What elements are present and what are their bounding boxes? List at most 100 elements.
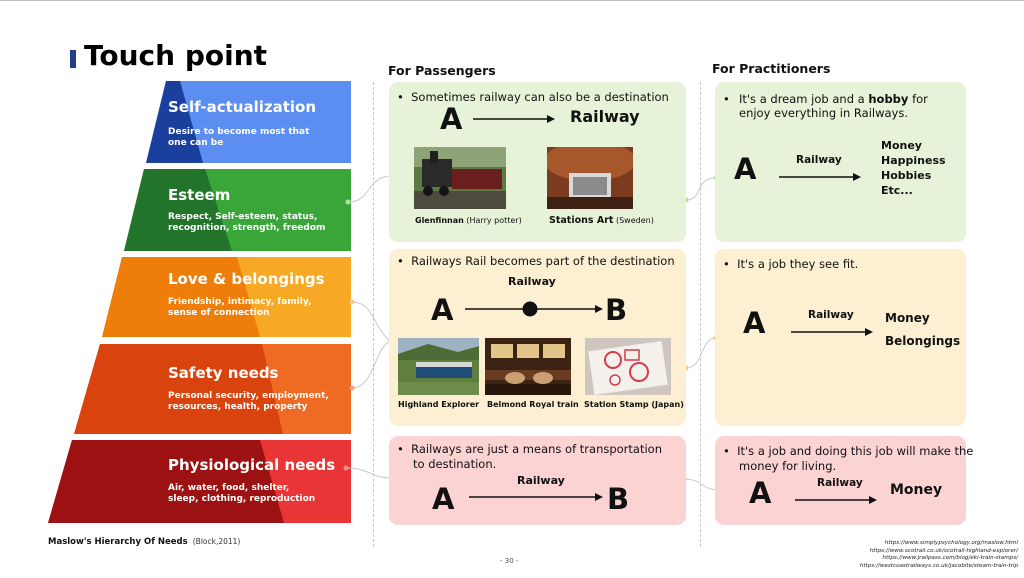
connector-line <box>345 467 393 479</box>
bullet-text-continued: money for living. <box>739 459 837 473</box>
bullet-glyph: • <box>723 444 738 458</box>
connector-line <box>685 177 717 201</box>
connector-line <box>347 175 393 203</box>
reference-link[interactable]: https://www.scotrail.co.uk/scotrail-high… <box>869 547 1018 554</box>
tier-title: Safety needs <box>168 364 279 382</box>
photo-caption-name: Belmond Royal train <box>487 400 579 409</box>
tier-physiological-needs-shade <box>48 440 284 523</box>
destination-label: B <box>605 293 628 327</box>
result-item: Happiness <box>881 154 946 167</box>
tier-description: Air, water, food, shelter, sleep, clothi… <box>168 483 316 504</box>
practitioners-column-heading: For Practitioners <box>712 61 831 76</box>
photo-station-stamp <box>585 338 671 395</box>
tier-title: Love & belongings <box>168 270 325 288</box>
pyramid-caption: Maslow's Hierarchy Of Needs (Block,2011) <box>48 529 240 548</box>
passengers-panel-top: • Sometimes railway can also be a destin… <box>389 82 686 242</box>
origin-label: A <box>749 476 772 510</box>
connector-dot <box>349 385 355 391</box>
photo-highland-explorer <box>398 338 479 395</box>
reference-link[interactable]: https://www.jrailpass.com/blog/eki-train… <box>882 555 1018 562</box>
bullet-glyph: • <box>397 254 412 268</box>
route-label: Railway <box>796 154 842 166</box>
column-divider <box>373 82 374 547</box>
origin-label: A <box>743 306 766 340</box>
reference-link[interactable]: https://www.simplypsychology.org/maslow.… <box>884 540 1018 546</box>
bullet-glyph: • <box>397 442 412 456</box>
photo-caption: Belmond Royal train <box>487 400 579 409</box>
bullet-point: • It's a job they see fit. <box>723 257 858 271</box>
photo-caption-name: Glenfinnan <box>415 216 464 225</box>
arrow <box>779 173 861 181</box>
connector-dot <box>343 465 349 471</box>
tier-safety-needs-shade <box>74 344 283 434</box>
result-label: Money <box>890 482 943 498</box>
photo-caption: Stations Art (Sweden) <box>549 215 654 226</box>
title-accent-bar <box>70 50 76 68</box>
photo-glenfinnan <box>414 147 506 209</box>
top-border <box>0 0 1024 1</box>
tier-description: Personal security, employment, resources… <box>168 391 329 412</box>
photo-caption-name: Stations Art <box>549 215 614 226</box>
route-label: Railway <box>817 477 863 489</box>
reference-link[interactable]: https://westcoastrailways.co.uk/jacobite… <box>859 562 1018 569</box>
photo-stations-art <box>547 147 633 209</box>
bullet-text: Sometimes railway can also be a destinat… <box>411 90 669 104</box>
bullet-point: • Sometimes railway can also be a destin… <box>397 90 669 104</box>
bullet-text-part: for enjoy everything in Railways. <box>739 92 928 120</box>
tier-love-belongings-shade <box>102 257 260 337</box>
bullet-text-part: It's a dream job and a <box>739 92 869 106</box>
results-list: Money Belongings <box>885 307 960 353</box>
photo-caption: Glenfinnan (Harry potter) <box>415 216 522 225</box>
column-divider <box>700 82 701 547</box>
result-item: Belongings <box>885 334 961 348</box>
tier-title: Esteem <box>168 186 231 204</box>
tier-title: Self-actualization <box>168 98 317 116</box>
bullet-text-emphasis: hobby <box>868 92 909 106</box>
arrow <box>473 115 555 123</box>
passengers-panel-middle: • Railways Rail becomes part of the dest… <box>389 249 686 426</box>
photo-caption-name: Highland Explorer <box>398 400 480 409</box>
bullet-text: It's a job and doing this job will make … <box>737 444 974 458</box>
tier-description: Friendship, intimacy, family, sense of c… <box>168 297 312 318</box>
connector-dot <box>345 199 351 205</box>
connector-line <box>351 339 395 389</box>
photo-caption-name: Station Stamp (Japan) <box>584 400 684 409</box>
arrow <box>795 496 877 504</box>
result-item: Etc... <box>881 184 913 197</box>
bullet-text: It's a job they see fit. <box>737 257 859 271</box>
pyramid-caption-title: Maslow's Hierarchy Of Needs <box>48 537 188 547</box>
connector-dot <box>349 299 355 305</box>
photo-caption: Highland Explorer <box>398 400 479 409</box>
practitioners-panel-top: • It's a dream job and a hobby for enjoy… <box>715 82 966 242</box>
photo-caption-note: (Sweden) <box>615 216 654 225</box>
origin-label: A <box>431 293 454 327</box>
route-label: Railway <box>517 474 565 487</box>
bullet-point: • Railways Rail becomes part of the dest… <box>397 254 675 268</box>
results-list: Money Happiness Hobbies Etc... <box>881 138 946 198</box>
destination-label: Railway <box>570 107 640 126</box>
passengers-panel-bottom: • Railways are just a means of transport… <box>389 436 686 525</box>
origin-label: A <box>440 102 463 136</box>
practitioners-panel-bottom: • It's a job and doing this job will mak… <box>715 436 973 525</box>
tier-description: Desire to become most that one can be <box>168 127 310 148</box>
result-item: Money <box>881 139 922 152</box>
bullet-glyph: • <box>723 92 730 106</box>
bullet-text: Railways Rail becomes part of the destin… <box>411 254 675 268</box>
photo-caption-note: (Harry potter) <box>466 216 522 225</box>
arrow <box>469 493 603 501</box>
slide-title: Touch point <box>84 39 268 72</box>
practitioners-panel-middle: • It's a job they see fit. A Railway Mon… <box>715 249 966 426</box>
tier-title: Physiological needs <box>168 456 336 474</box>
page-number: - 30 - <box>500 557 519 565</box>
arrow <box>791 328 873 336</box>
result-item: Money <box>885 311 930 325</box>
destination-label: B <box>607 482 630 516</box>
bullet-point: • It's a job and doing this job will mak… <box>723 444 973 458</box>
bullet-point: • Railways are just a means of transport… <box>397 442 662 456</box>
route-label: Railway <box>508 275 556 288</box>
route-label: Railway <box>808 309 854 321</box>
photo-belmond-royal-train <box>485 338 571 395</box>
pyramid-caption-citation: (Block,2011) <box>192 537 241 546</box>
bullet-glyph: • <box>723 257 738 271</box>
